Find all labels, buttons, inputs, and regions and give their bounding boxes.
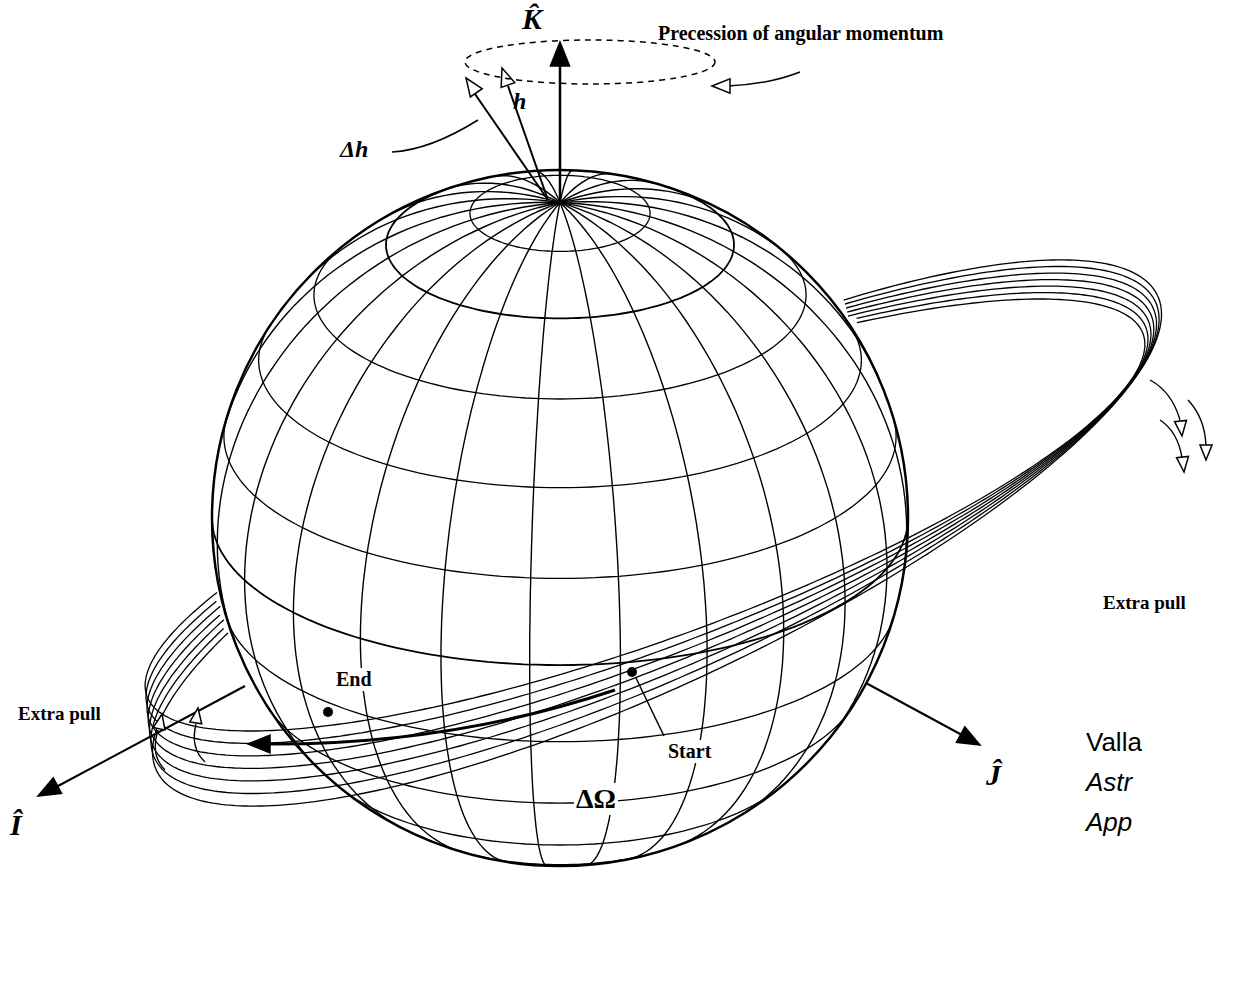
meridian-line (221, 202, 560, 440)
arrow-head (712, 79, 730, 93)
j-axis (866, 683, 962, 735)
parallel-line (386, 187, 734, 319)
annotation-text: Extra pull (1103, 592, 1186, 614)
orbit-track (148, 280, 1154, 769)
pull-arrow (1188, 400, 1206, 446)
annotation-text: Extra pull (16, 703, 103, 725)
meridian-line (560, 197, 787, 255)
arrow-head (248, 735, 270, 753)
point-label: Start (666, 740, 713, 763)
pull-arrow (155, 730, 165, 770)
arrow-head (956, 727, 980, 745)
meridian-line (560, 174, 612, 203)
meridian-line (217, 203, 560, 650)
pull-arrow (194, 724, 205, 762)
vector-label: Δh⃗ (340, 136, 387, 164)
citation-text: Astr (1086, 768, 1132, 798)
arrow-head (1175, 420, 1187, 436)
arrow-head (38, 778, 62, 796)
orbit-track (151, 267, 1159, 794)
parallel-line (458, 851, 663, 865)
orbit-track (153, 260, 1162, 806)
orbit-track (146, 293, 1148, 744)
meridian-line (560, 180, 654, 202)
arrow-head (153, 714, 165, 730)
leader-line (392, 120, 478, 152)
parallel-line (343, 790, 778, 845)
axis-label: Î (10, 808, 22, 843)
leader-line (636, 678, 664, 736)
meridian-line (560, 203, 784, 846)
pull-arrow (1160, 420, 1182, 458)
annotation-text: Precession of angular momentum (658, 22, 943, 45)
meridian-line (560, 203, 620, 865)
arrow-head (501, 68, 515, 87)
meridian-line (245, 203, 560, 776)
arrow-head (1200, 445, 1212, 460)
axis-label: Ĵ (986, 758, 1001, 793)
orbit-track (150, 273, 1157, 781)
precession-arrow (728, 72, 800, 86)
point-label: End (334, 668, 374, 691)
meridian-line (560, 203, 845, 814)
parallel-line (259, 330, 862, 488)
arrow-head (190, 708, 202, 724)
meridian-line (560, 202, 878, 377)
parallel-line (314, 249, 806, 399)
parallel-line (224, 422, 896, 579)
parallel-line (227, 619, 893, 741)
orbit-track (147, 286, 1151, 756)
angle-label: ΔΩ (574, 783, 618, 815)
arrow-head (466, 78, 482, 97)
meridian-line (302, 199, 560, 285)
meridian-line (360, 203, 560, 852)
orbit-track (145, 299, 1145, 731)
pull-arrow (1150, 380, 1180, 420)
meridian-line (530, 203, 560, 866)
meridian-line (441, 203, 560, 862)
i-axis (58, 686, 245, 786)
precession-path (465, 40, 715, 84)
parallel-line (212, 518, 908, 665)
citation-text: App (1086, 808, 1132, 838)
delta-omega-arrow (268, 690, 615, 744)
axis-label: K̂ (522, 2, 542, 37)
start-point (627, 667, 637, 677)
end-point (323, 707, 333, 717)
arrow-head (550, 42, 569, 66)
h-vector (508, 86, 548, 200)
globe-outline (212, 170, 908, 866)
arrow-head (1177, 456, 1189, 472)
meridian-line (560, 203, 907, 586)
citation-text: Valla (1086, 728, 1142, 758)
vector-label: h⃗ (513, 88, 545, 116)
